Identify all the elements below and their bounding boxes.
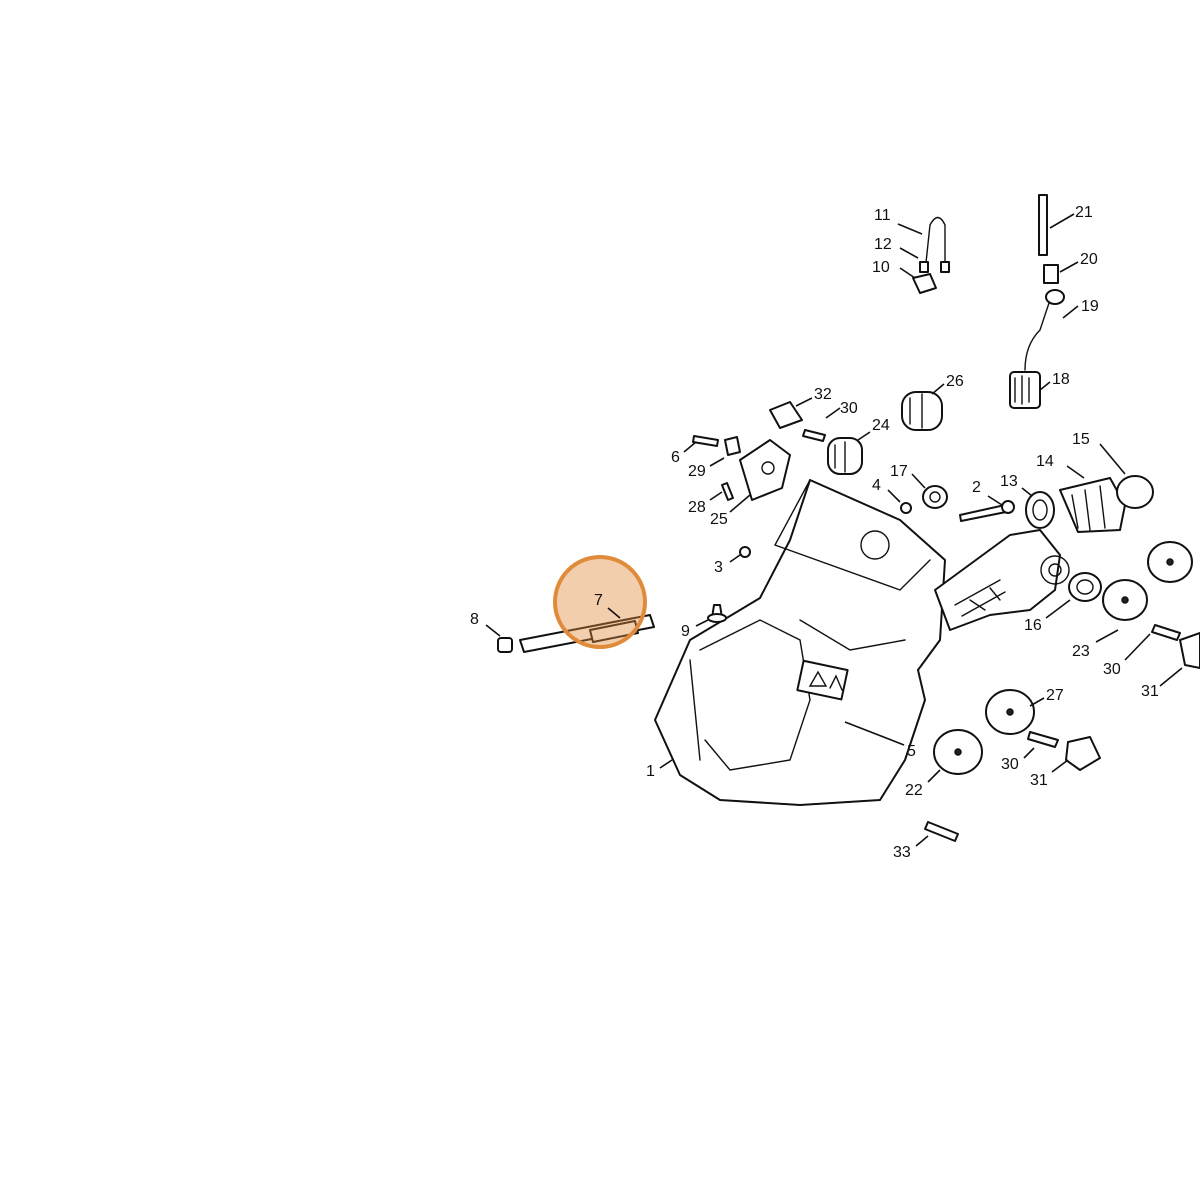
callout-20[interactable]: 20 xyxy=(1080,251,1098,268)
callout-8[interactable]: 8 xyxy=(470,611,479,628)
av-buffer-parts[interactable] xyxy=(933,541,1200,775)
callout-13[interactable]: 13 xyxy=(1000,473,1018,490)
callout-32[interactable]: 32 xyxy=(814,386,832,403)
pin-part[interactable] xyxy=(707,604,727,623)
callout-5[interactable]: 5 xyxy=(907,743,916,760)
callout-1[interactable]: 1 xyxy=(646,763,655,780)
washer-part[interactable] xyxy=(739,485,948,558)
callout-11[interactable]: 11 xyxy=(874,207,891,224)
callout-28[interactable]: 28 xyxy=(688,499,706,516)
callout-10[interactable]: 10 xyxy=(872,259,890,276)
callout-25[interactable]: 25 xyxy=(710,511,728,528)
callout-27[interactable]: 27 xyxy=(1046,687,1064,704)
callout-14[interactable]: 14 xyxy=(1036,453,1054,470)
callout-16[interactable]: 16 xyxy=(1024,617,1042,634)
callout-7[interactable]: 7 xyxy=(594,592,603,609)
callout-24[interactable]: 24 xyxy=(872,417,890,434)
callout-31-a[interactable]: 31 xyxy=(1030,772,1048,789)
callout-3[interactable]: 3 xyxy=(714,559,723,576)
callout-26[interactable]: 26 xyxy=(946,373,964,390)
callout-4[interactable]: 4 xyxy=(872,477,881,494)
screw-parts[interactable] xyxy=(692,429,1181,842)
callout-17[interactable]: 17 xyxy=(890,463,908,480)
callout-31-b[interactable]: 31 xyxy=(1141,683,1159,700)
fuel-line-parts[interactable] xyxy=(912,194,1065,409)
callout-33[interactable]: 33 xyxy=(893,844,911,861)
callout-22[interactable]: 22 xyxy=(905,782,923,799)
highlight-circle xyxy=(553,555,647,649)
callout-23[interactable]: 23 xyxy=(1072,643,1090,660)
callout-9[interactable]: 9 xyxy=(681,623,690,640)
intake-parts[interactable] xyxy=(1025,475,1154,602)
callout-19[interactable]: 19 xyxy=(1081,298,1099,315)
callout-30-b[interactable]: 30 xyxy=(1103,661,1121,678)
callout-15[interactable]: 15 xyxy=(1072,431,1090,448)
leader-lines xyxy=(485,213,1183,847)
callout-29[interactable]: 29 xyxy=(688,463,706,480)
callout-6[interactable]: 6 xyxy=(671,449,680,466)
handle-tube-part[interactable] xyxy=(934,529,1070,631)
callout-21[interactable]: 21 xyxy=(1075,204,1093,221)
sleeve-part[interactable] xyxy=(497,614,655,653)
bracket-parts[interactable] xyxy=(724,391,943,501)
housing-part[interactable] xyxy=(654,479,946,806)
callout-30-c[interactable]: 30 xyxy=(840,400,858,417)
callout-18[interactable]: 18 xyxy=(1052,371,1070,388)
callout-12[interactable]: 12 xyxy=(874,236,892,253)
callout-30-a[interactable]: 30 xyxy=(1001,756,1019,773)
callout-2[interactable]: 2 xyxy=(972,479,981,496)
callout-labels: 1 2 3 4 5 6 7 8 9 10 11 12 13 14 15 16 1… xyxy=(470,204,1159,861)
